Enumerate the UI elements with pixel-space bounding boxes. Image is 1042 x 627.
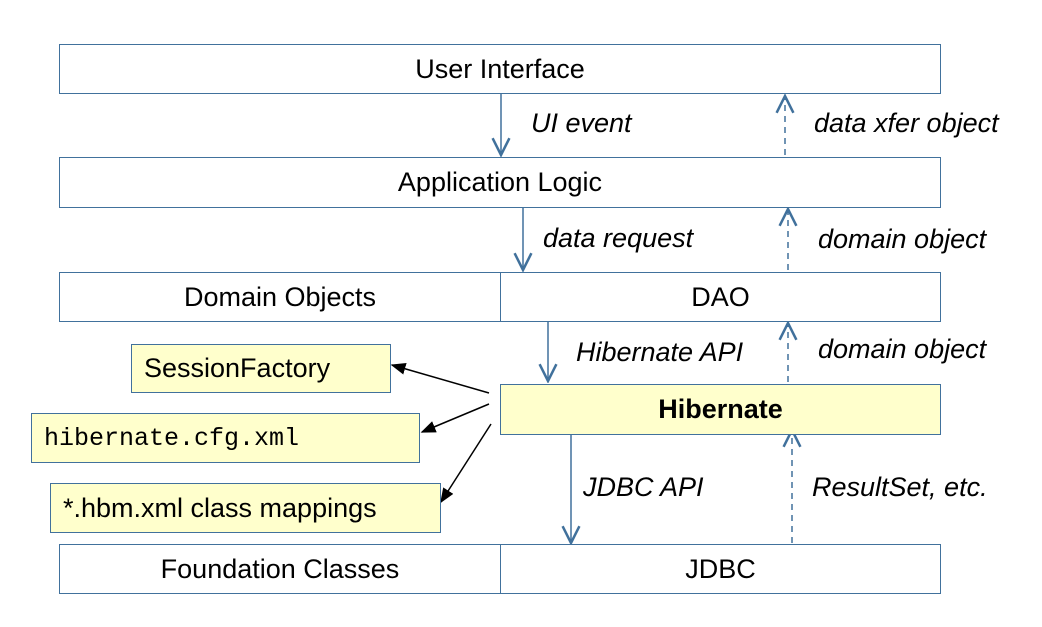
domain-object-label-1: domain object bbox=[818, 224, 987, 254]
application-logic-layer: Application Logic bbox=[59, 157, 941, 208]
dao-layer: DAO bbox=[500, 272, 941, 322]
data-request-label: data request bbox=[543, 223, 694, 253]
mappings-note: *.hbm.xml class mappings bbox=[50, 483, 441, 533]
resultset-label: ResultSet, etc. bbox=[812, 472, 988, 502]
ui-event-label: UI event bbox=[531, 108, 632, 138]
user-interface-layer: User Interface bbox=[59, 44, 941, 94]
jdbc-api-label: JDBC API bbox=[583, 472, 704, 502]
domain-objects-layer: Domain Objects bbox=[59, 272, 501, 322]
config-file-note: hibernate.cfg.xml bbox=[31, 413, 420, 463]
hibernate-layer: Hibernate bbox=[500, 384, 941, 435]
data-xfer-object-label: data xfer object bbox=[814, 108, 999, 138]
domain-object-label-2: domain object bbox=[818, 334, 987, 364]
jdbc-layer: JDBC bbox=[500, 544, 941, 594]
hibernate-api-label: Hibernate API bbox=[576, 337, 744, 367]
pointer-config-file bbox=[420, 403, 490, 433]
foundation-classes-layer: Foundation Classes bbox=[59, 544, 501, 594]
pointer-mappings bbox=[440, 423, 492, 504]
pointer-session-factory bbox=[390, 362, 490, 394]
session-factory-note: SessionFactory bbox=[131, 344, 391, 393]
